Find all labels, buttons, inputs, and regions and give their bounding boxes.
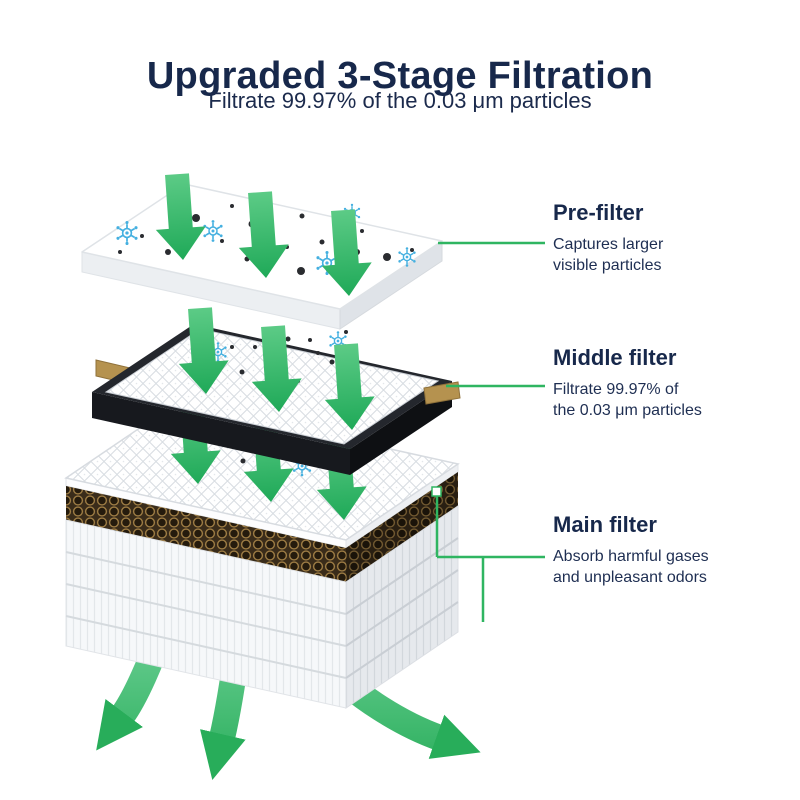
stage-name: Middle filter	[553, 345, 677, 370]
stage-label-middle-filter: Middle filter Filtrate 99.97% of the 0.0…	[553, 345, 778, 421]
page-title: Upgraded 3-Stage Filtration	[146, 55, 654, 98]
stage-label-pre-filter: Pre-filter Captures larger visible parti…	[553, 200, 778, 276]
main-filter-layer	[64, 401, 460, 709]
stage-name: Main filter	[553, 512, 657, 537]
stage-description: Absorb harmful gases and unpleasant odor…	[553, 548, 709, 587]
stage-label-main-filter: Main filter Absorb harmful gases and unp…	[553, 512, 778, 588]
stage-name: Pre-filter	[553, 200, 644, 225]
stage-description: Filtrate 99.97% of the 0.03 μm particles	[553, 381, 702, 420]
page-subtitle: Filtrate 99.97% of the 0.03 μm particles	[208, 88, 592, 113]
stage-description: Captures larger visible particles	[553, 236, 664, 275]
leader-line-main	[435, 492, 545, 622]
leader-lines	[431, 241, 545, 622]
leader-anchor	[431, 486, 442, 497]
dust-particles	[253, 330, 348, 355]
